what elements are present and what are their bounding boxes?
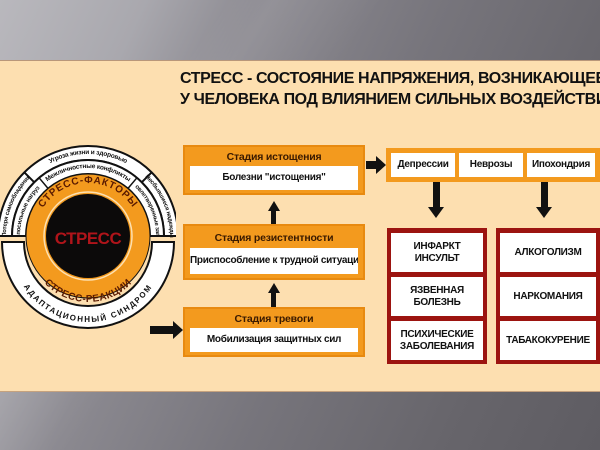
stage-alarm: Стадия тревоги Мобилизация защитных сил [183, 307, 365, 357]
consequence-heart-attack-stroke: ИНФАРКТ ИНСУЛЬТ [391, 233, 483, 272]
disorder-hypochondria: Ипохондрия [527, 153, 595, 177]
orange-ring-inner-line [43, 191, 133, 281]
stress-circle-diagram: СТРЕСС СТРЕСС-ФАКТОРЫ СТРЕСС-РЕАКЦИИ АДА… [0, 96, 176, 376]
diagram-title: СТРЕСС - СОСТОЯНИЕ НАПРЯЖЕНИЯ, ВОЗНИКАЮЩ… [180, 68, 600, 110]
hypochondria-to-consequences-arrow-icon [536, 207, 552, 218]
resistance-to-exhaustion-arrow-shaft [271, 210, 276, 224]
consequences-addictive: АЛКОГОЛИЗМ НАРКОМАНИЯ ТАБАКОКУРЕНИЕ [496, 228, 600, 364]
stage-exhaustion-title: Стадия истощения [226, 151, 322, 163]
stage-resistance-title: Стадия резистентности [214, 232, 334, 244]
stage-alarm-description: Мобилизация защитных сил [190, 328, 358, 352]
adaptation-ring [0, 241, 176, 329]
consequence-smoking: ТАБАКОКУРЕНИЕ [500, 321, 596, 360]
center-stress-label: СТРЕСС [55, 229, 122, 248]
depression-to-consequences-arrow-shaft [433, 182, 440, 208]
circle-to-alarm-arrow-icon [173, 321, 183, 339]
disorder-neuroses: Неврозы [459, 153, 523, 177]
stage-exhaustion-description: Болезни "истощения" [190, 166, 358, 190]
exhaustion-to-disorders-arrow-icon [376, 156, 386, 174]
resistance-to-exhaustion-arrow-icon [268, 201, 280, 211]
stress-factors-ring [0, 145, 176, 237]
alarm-to-resistance-arrow-shaft [271, 292, 276, 307]
exhaustion-to-disorders-arrow-shaft [366, 161, 378, 169]
hypochondria-to-consequences-arrow-shaft [541, 182, 548, 208]
title-line-2: У ЧЕЛОВЕКА ПОД ВЛИЯНИЕМ СИЛЬНЫХ ВОЗДЕЙСТ… [180, 91, 600, 108]
alarm-to-resistance-arrow-icon [268, 283, 280, 293]
circle-to-alarm-arrow-shaft [150, 326, 174, 334]
stage-resistance-description: Приспособление к трудной ситуации [190, 248, 358, 274]
stress-center [46, 194, 130, 278]
consequences-physical: ИНФАРКТ ИНСУЛЬТ ЯЗВЕННАЯ БОЛЕЗНЬ ПСИХИЧЕ… [387, 228, 487, 364]
consequence-mental-illness: ПСИХИЧЕСКИЕ ЗАБОЛЕВАНИЯ [391, 321, 483, 360]
stage-alarm-title: Стадия тревоги [234, 313, 314, 325]
stress-circle-svg: СТРЕСС СТРЕСС-ФАКТОРЫ СТРЕСС-РЕАКЦИИ АДА… [0, 96, 176, 329]
consequence-drug-addiction: НАРКОМАНИЯ [500, 277, 596, 316]
depression-to-consequences-arrow-icon [428, 207, 444, 218]
consequence-alcoholism: АЛКОГОЛИЗМ [500, 233, 596, 272]
consequence-ulcer: ЯЗВЕННАЯ БОЛЕЗНЬ [391, 277, 483, 316]
stage-exhaustion: Стадия истощения Болезни "истощения" [183, 145, 365, 195]
disorder-depression: Депрессии [391, 153, 455, 177]
title-line-1: СТРЕСС - СОСТОЯНИЕ НАПРЯЖЕНИЯ, ВОЗНИКАЮЩ… [180, 70, 600, 87]
stage-resistance: Стадия резистентности Приспособление к т… [183, 224, 365, 280]
disorders-bar: Депрессии Неврозы Ипохондрия [386, 148, 600, 182]
